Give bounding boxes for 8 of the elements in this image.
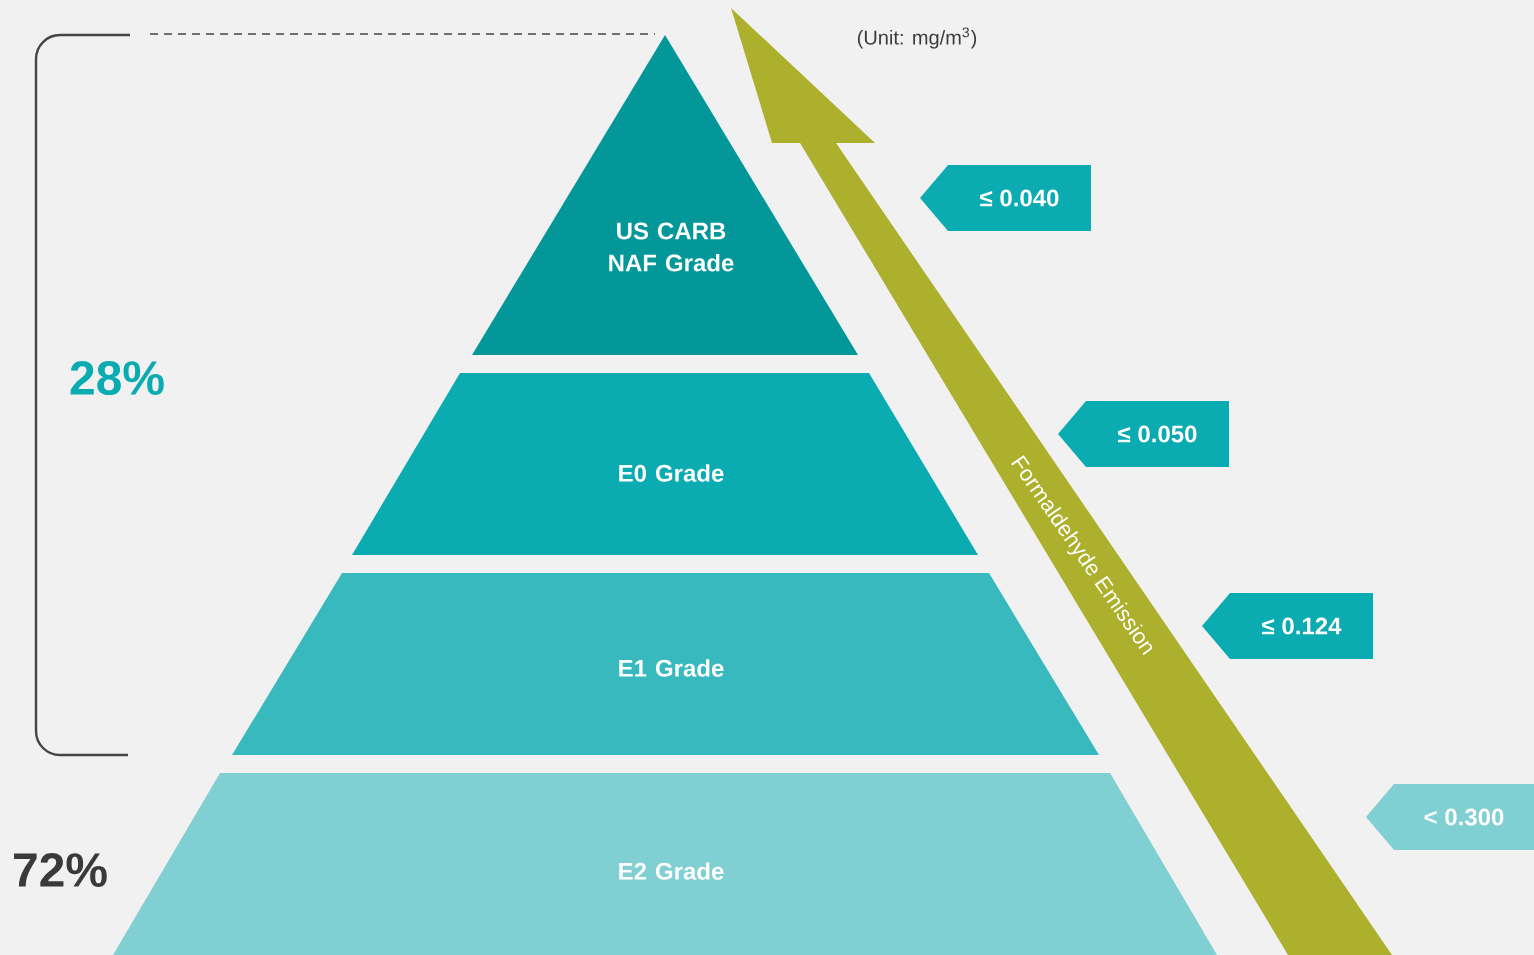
unit-note: (Unit: mg/m$^{3}$) [857, 27, 977, 49]
value-tag: ≤ 0.040 [920, 165, 1091, 231]
value-tag: < 0.300 [1366, 784, 1534, 850]
value-tag: ≤ 0.124 [1202, 593, 1373, 659]
value-tag: ≤ 0.050 [1058, 401, 1229, 467]
pyramid-tier: US CARB NAF Grade [472, 35, 858, 355]
pyramid-tier: E0 Grade [352, 373, 978, 555]
percentage-label: 28% [70, 361, 164, 395]
